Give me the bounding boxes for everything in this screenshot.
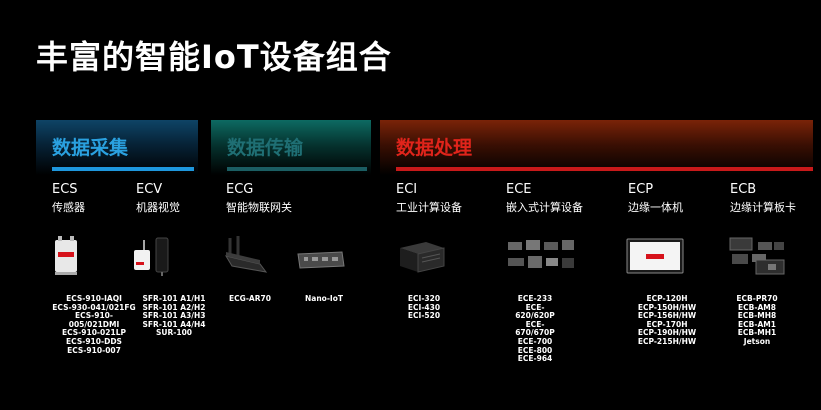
category-code: ECI [396,182,418,197]
category-ecv: ECV 机器视觉 [136,181,180,215]
category-desc: 嵌入式计算设备 [506,201,583,214]
model-item: ECS-910-021LP [62,328,126,338]
category-desc: 机器视觉 [136,201,180,214]
category-code: ECS [52,182,78,197]
category-eci: ECI 工业计算设备 [396,181,462,215]
model-item: ECP-150H/HW [637,302,697,312]
model-item: ECE-800 [517,345,553,355]
category-code: ECE [506,182,532,197]
vision-camera-image [134,237,169,276]
category-ecg: ECG 智能物联网关 [226,181,292,215]
category-code: ECV [136,182,163,197]
gateway-nano-iot-image [297,251,345,269]
model-item: ECS-910-IAQI [66,294,122,303]
model-item: SFR-101 A4/H4 [142,319,206,329]
model-list-ecg-ar70: ECG-AR70 [220,294,280,304]
model-item: 005/021DMI [68,319,120,329]
sensor-device-image [55,236,77,275]
model-item: ECS-910-DDS [66,336,122,346]
section-label-collection: 数据采集 [52,137,129,159]
category-code: ECP [628,182,654,197]
model-item: Jetson [743,336,771,346]
section-data-processing: 数据处理 [380,120,813,175]
model-item: SFR-101 A1/H1 [142,294,206,303]
model-item: ECP-215H/HW [637,336,697,346]
section-label-transfer: 数据传输 [227,137,304,159]
model-item: ECE-233 [517,294,553,303]
gateway-ar70-image [224,236,268,273]
category-ecb: ECB 边缘计算板卡 [730,181,796,215]
model-item: ECP-190H/HW [637,328,697,338]
model-list-nano-iot: Nano-IoT [296,294,352,304]
model-item: ECB-PR70 [736,294,778,303]
section-data-collection: 数据采集 [36,120,198,175]
category-desc: 边缘一体机 [628,201,683,214]
section-label-processing: 数据处理 [396,137,473,159]
model-item: ECB-MH8 [737,311,777,321]
model-item: ECS-910-007 [67,345,121,355]
model-item: ECI-520 [407,311,441,321]
model-item: SFR-101 A3/H3 [142,311,206,321]
category-ece: ECE 嵌入式计算设备 [506,181,583,215]
model-item: SUR-100 [155,328,193,338]
category-code: ECG [226,182,254,197]
model-item: ECB-AM8 [738,302,776,312]
model-item: ECE-700 [517,336,553,346]
model-item: ECS-930-041/021FG [52,302,136,312]
page-title: 丰富的智能IoT设备组合 [36,38,392,76]
model-item: Nano-IoT [304,294,343,303]
model-item: ECI-320 [407,294,441,303]
section-data-transfer: 数据传输 [211,120,371,175]
model-item: ECE- [525,302,545,312]
model-item: ECB-MH1 [737,328,777,338]
model-item: ECP-170H [646,319,688,329]
model-item: 670/670P [515,328,555,338]
model-item: ECG-AR70 [229,294,271,303]
model-item: 620/620P [515,311,555,321]
model-item: ECE-964 [517,354,553,364]
category-ecs: ECS 传感器 [52,181,85,215]
industrial-computer-image [400,242,445,273]
category-desc: 工业计算设备 [396,201,462,214]
model-item: ECP-156H/HW [637,311,697,321]
section-underline [52,167,194,171]
category-ecp: ECP 边缘一体机 [628,181,683,215]
model-item: SFR-101 A2/H2 [142,302,206,312]
embedded-computers-image [508,240,574,268]
model-item: ECB-AM1 [738,319,776,329]
model-item: ECE- [525,319,545,329]
category-code: ECB [730,182,757,197]
edge-boards-image [729,237,785,275]
model-item: ECP-120H [646,294,688,303]
section-underline [227,167,367,171]
section-underline [396,167,813,171]
edge-panel-pc-image [626,238,684,274]
category-desc: 传感器 [52,201,85,214]
model-item: ECS-910- [74,311,114,321]
category-desc: 边缘计算板卡 [730,201,796,214]
category-desc: 智能物联网关 [226,201,292,214]
model-item: ECI-430 [407,302,441,312]
